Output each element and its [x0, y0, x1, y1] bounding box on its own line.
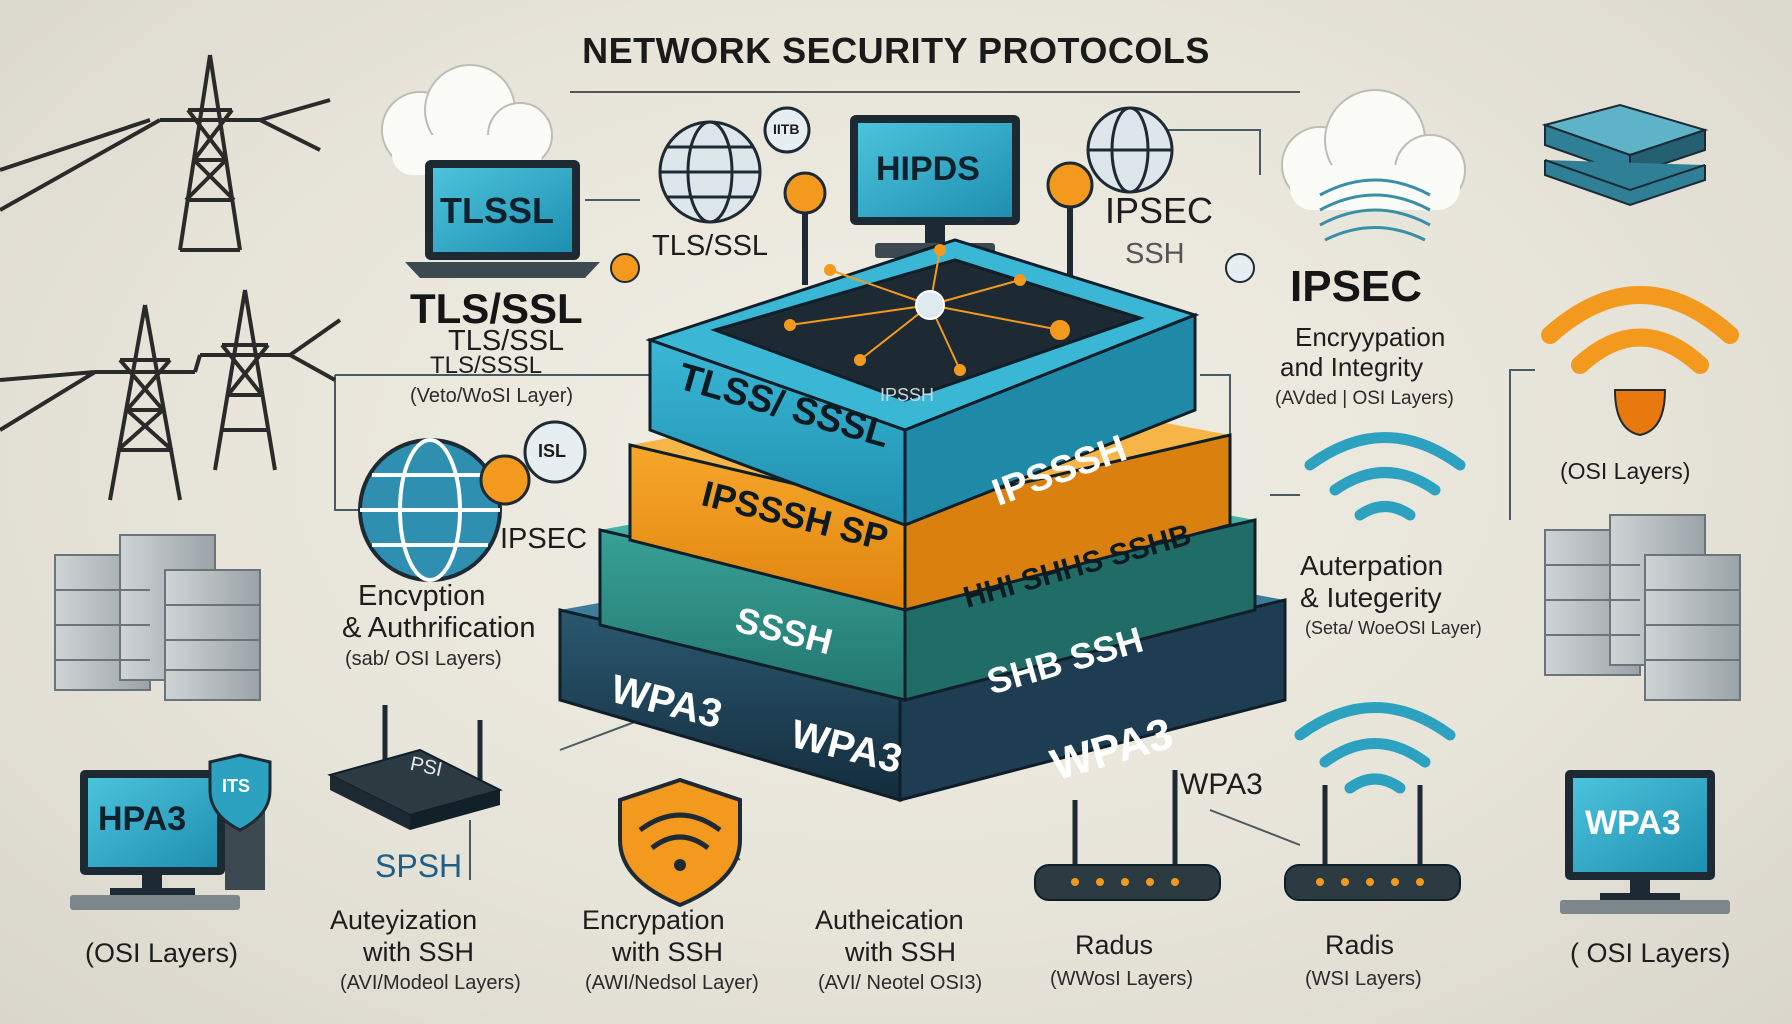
spsh-tag: SPSH [375, 848, 463, 884]
top-ssh: SSH [1125, 238, 1185, 270]
router-icon [1034, 770, 1221, 901]
col4-line-1: Radus [1075, 930, 1154, 960]
cloud-icon [381, 64, 553, 175]
cloud-shield-icon [1281, 89, 1466, 242]
platform-label: IPSSH [880, 385, 935, 405]
small-badge-text: IITB [773, 121, 800, 137]
wpa3-tag: WPA3 [1180, 768, 1263, 801]
isl-badge-text: ISL [538, 441, 567, 461]
col2-line-2: with SSH [612, 937, 724, 967]
key-badge-icon [479, 454, 531, 506]
wifi-shield-icon [618, 777, 742, 908]
top-ipsec: IPSEC [1105, 190, 1214, 231]
right-aut-note: (Seta/ WoeOSI Layer) [1305, 618, 1482, 638]
right-aut-1: Auterpation [1300, 550, 1444, 581]
left-heading: TLS/SSL [410, 285, 583, 332]
router-icon [327, 705, 503, 830]
server-stack-icon [1541, 103, 1709, 207]
stack-layer-tls [645, 238, 1200, 528]
lock-dot-icon [1225, 253, 1255, 283]
monitor-screen-text: HIPDS [876, 150, 980, 188]
col3-note: (AVI/ Neotel OSI3) [818, 972, 983, 994]
wifi-icon [1304, 432, 1466, 521]
left-enc-1: Encvption [358, 580, 486, 612]
right-osi-top: (OSI Layers) [1560, 458, 1691, 484]
col1-note: (AVI/Modeol Layers) [340, 972, 521, 994]
shield-icon [208, 753, 272, 832]
shield-badge-text: ITS [222, 776, 251, 796]
col4-note: (WWosI Layers) [1050, 968, 1193, 990]
wifi-dot-icon [1613, 389, 1667, 437]
globe-icon [658, 120, 762, 224]
pc-screen-text: HPA3 [98, 800, 187, 838]
globe-icon [358, 438, 502, 582]
desktop-pc-icon [1560, 770, 1730, 914]
right-heading: IPSEC [1290, 262, 1423, 311]
right-note: (AVded | OSI Layers) [1275, 388, 1454, 409]
left-sub-1: TLS/SSL [448, 325, 565, 357]
left-note: (Veto/WoSI Layer) [410, 385, 574, 407]
globe-icon [1086, 106, 1174, 194]
col2-line-1: Encrypation [582, 905, 725, 935]
globe-label: TLS/SSL [652, 230, 769, 262]
col3-line-1: Autheication [815, 905, 964, 935]
right-osi-bottom: ( OSI Layers) [1570, 938, 1731, 968]
right-aut-2: & Iutegerity [1300, 582, 1442, 613]
server-rack-icon [54, 534, 261, 701]
page-title: NETWORK SECURITY PROTOCOLS [582, 30, 1210, 71]
col5-note: (WSI Layers) [1305, 968, 1422, 990]
network-graph-icon [784, 244, 1070, 376]
col5-line-1: Radis [1325, 930, 1395, 960]
left-enc-2: & Authrification [342, 612, 536, 644]
left-osi: (OSI Layers) [85, 938, 239, 968]
lock-dot-icon [610, 253, 640, 283]
left-sub-2: TLS/SSSL [430, 352, 543, 379]
left-enc-note: (sab/ OSI Layers) [345, 648, 502, 670]
small-badge-icon [763, 106, 811, 154]
right-pc-screen-text: WPA3 [1585, 804, 1681, 842]
col3-line-2: with SSH [845, 937, 957, 967]
monitor-icon [850, 115, 1020, 258]
col2-note: (AWI/Nedsol Layer) [585, 972, 759, 994]
right-sub-1: Encryypation [1295, 322, 1446, 352]
power-pylon-icon [0, 289, 342, 501]
laptop-screen-text: TLSSL [440, 190, 554, 231]
isl-badge-icon [523, 420, 587, 484]
wifi-icon [1294, 702, 1456, 794]
col1-line-2: with SSH [363, 937, 475, 967]
laptop-icon [405, 160, 600, 278]
power-pylon-icon [0, 54, 331, 252]
right-sub-2: and Integrity [1280, 352, 1424, 382]
col1-line-1: Auteyization [330, 905, 478, 935]
router-icon [1284, 785, 1461, 901]
wifi-icon [1541, 286, 1739, 374]
server-rack-icon [1544, 514, 1741, 701]
left-ipsec: IPSEC [500, 523, 588, 555]
antenna-icon [783, 161, 1094, 285]
